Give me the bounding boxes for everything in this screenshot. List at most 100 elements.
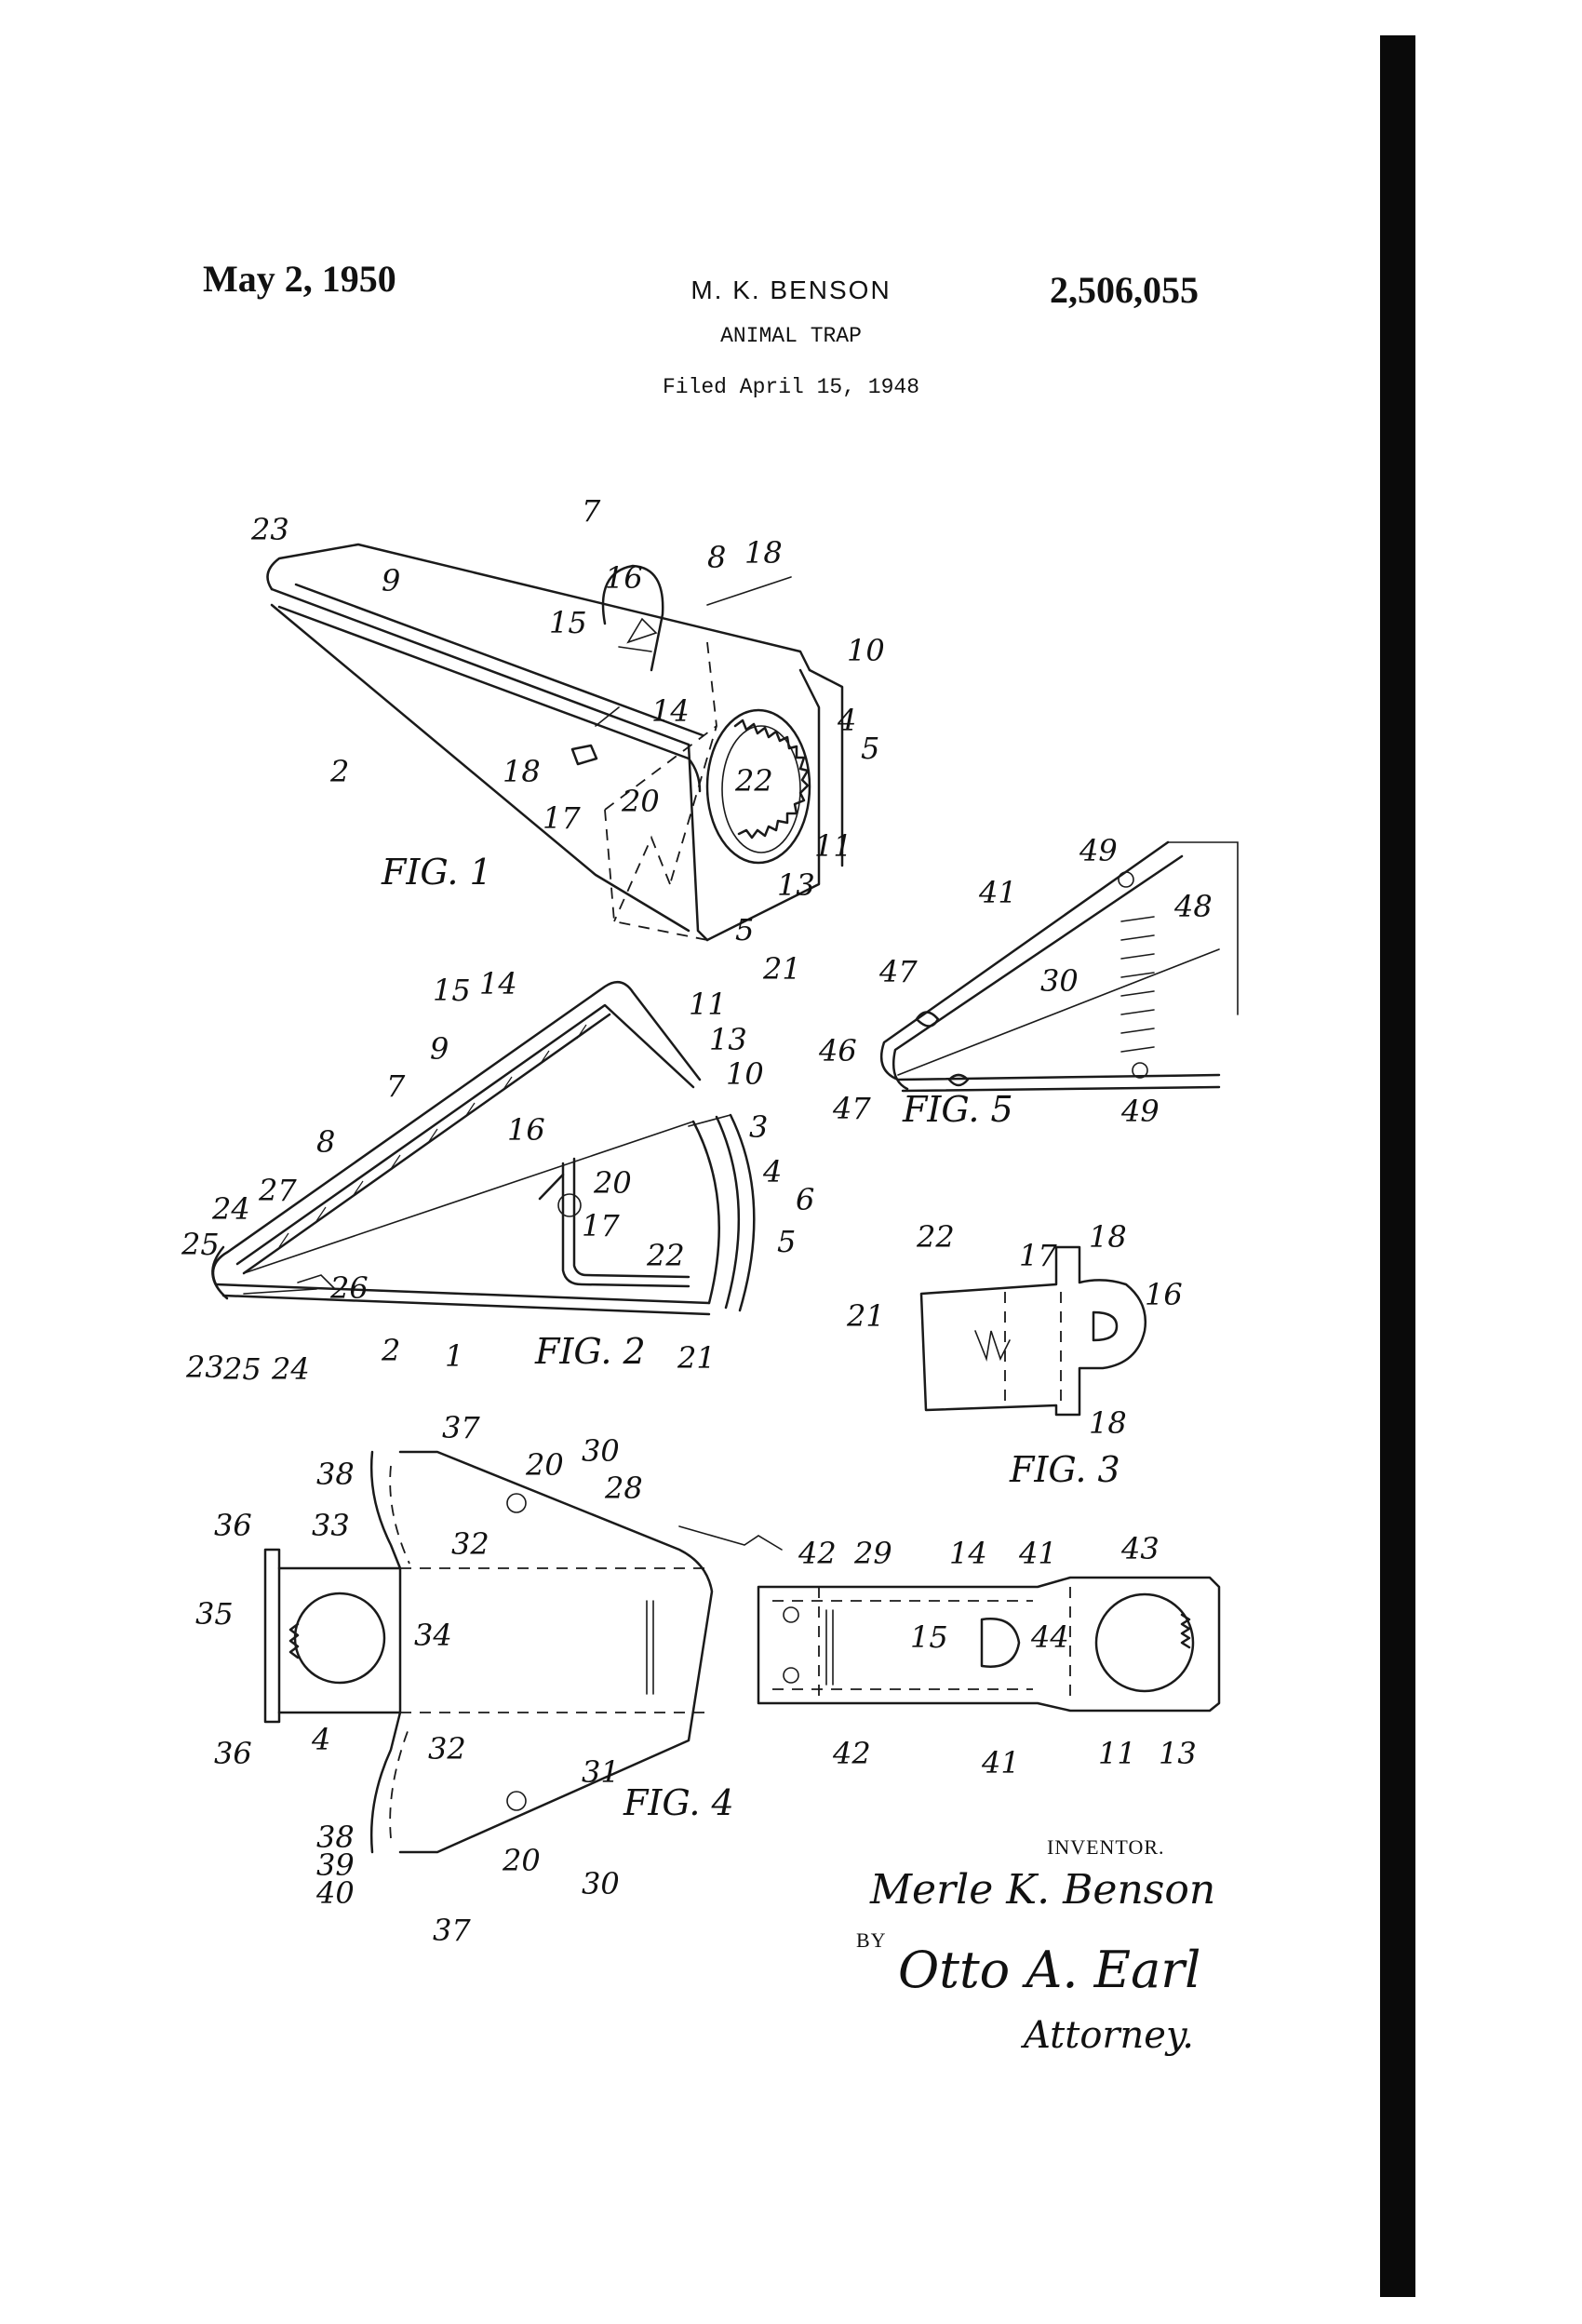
label-10: 10 (847, 633, 885, 668)
label-44: 44 (1030, 1619, 1069, 1655)
label-8: 8 (316, 1124, 335, 1160)
label-30: 30 (582, 1433, 620, 1469)
caption-fig-3: FIG. 3 (1009, 1449, 1120, 1490)
label-46: 46 (818, 1033, 857, 1068)
label-5: 5 (777, 1224, 796, 1259)
label-1: 1 (445, 1338, 463, 1374)
inventor-heading: M. K. BENSON (690, 275, 892, 304)
label-39: 39 (316, 1847, 355, 1883)
label-15: 15 (549, 605, 587, 640)
label-11: 11 (814, 828, 852, 864)
label-15: 15 (433, 973, 471, 1008)
label-17: 17 (1019, 1238, 1057, 1273)
label-38: 38 (316, 1457, 355, 1492)
label-4: 4 (837, 703, 856, 738)
label-25: 25 (222, 1351, 261, 1387)
label-14: 14 (949, 1536, 987, 1571)
label-17: 17 (582, 1208, 620, 1243)
label-36: 36 (214, 1736, 252, 1771)
label-47: 47 (878, 954, 918, 989)
inventor-caption: INVENTOR. (1047, 1835, 1165, 1859)
label-20: 20 (593, 1165, 632, 1201)
label-13: 13 (709, 1022, 747, 1057)
reference-labels: 23 7 9 16 8 18 15 10 2 14 4 5 18 20 22 1… (181, 493, 1213, 1948)
label-42: 42 (798, 1536, 837, 1571)
label-21: 21 (677, 1340, 716, 1376)
patent-title: ANIMAL TRAP (720, 324, 862, 348)
label-18: 18 (744, 535, 783, 571)
label-5: 5 (861, 731, 879, 766)
label-28: 28 (604, 1471, 643, 1506)
label-42: 42 (832, 1736, 871, 1771)
label-8: 8 (707, 540, 726, 575)
label-33: 33 (312, 1508, 350, 1543)
label-41: 41 (981, 1745, 1020, 1780)
label-37: 37 (442, 1410, 480, 1445)
label-4: 4 (311, 1722, 330, 1757)
label-24: 24 (271, 1351, 310, 1387)
label-3: 3 (749, 1109, 768, 1145)
figure-3-trigger (919, 1245, 1147, 1417)
label-20: 20 (525, 1447, 564, 1483)
label-22: 22 (734, 763, 773, 799)
label-16: 16 (507, 1112, 545, 1148)
label-32: 32 (428, 1731, 466, 1767)
label-32: 32 (451, 1526, 489, 1562)
figure-captions: FIG. 1 FIG. 2 FIG. 3 FIG. 4 FIG. 5 (381, 852, 1120, 1823)
patent-number: 2,506,055 (1050, 269, 1199, 311)
label-35: 35 (195, 1596, 234, 1632)
caption-fig-4: FIG. 4 (623, 1782, 734, 1823)
label-30: 30 (582, 1866, 620, 1901)
label-36: 36 (214, 1508, 252, 1543)
label-17: 17 (543, 800, 581, 836)
label-20: 20 (621, 784, 660, 819)
label-22: 22 (916, 1219, 955, 1255)
label-31: 31 (582, 1754, 620, 1790)
label-9: 9 (382, 563, 400, 598)
label-18: 18 (1089, 1219, 1127, 1255)
label-22: 22 (646, 1238, 685, 1273)
by-label: BY (856, 1928, 887, 1952)
label-2: 2 (381, 1333, 400, 1368)
label-21: 21 (846, 1298, 885, 1334)
label-14: 14 (479, 966, 517, 1001)
label-29: 29 (853, 1536, 892, 1571)
label-25: 25 (181, 1227, 220, 1262)
figure-5-latch (879, 840, 1239, 1093)
label-7: 7 (386, 1068, 406, 1104)
label-5: 5 (735, 912, 754, 947)
figure-4-blank-left (263, 1450, 783, 1854)
signature-block: INVENTOR. Merle K. Benson BY Otto A. Ear… (856, 1835, 1215, 2057)
caption-fig-1: FIG. 1 (381, 852, 492, 893)
label-48: 48 (1173, 889, 1213, 924)
label-2: 2 (329, 754, 349, 789)
inventor-name: Merle K. Benson (869, 1866, 1215, 1914)
caption-fig-5: FIG. 5 (902, 1089, 1013, 1130)
label-15: 15 (910, 1619, 948, 1655)
attorney-title: Attorney. (1020, 2014, 1194, 2057)
filed-date: Filed April 15, 1948 (662, 375, 920, 399)
figure-1-perspective (266, 543, 844, 942)
label-43: 43 (1120, 1531, 1160, 1566)
label-24: 24 (211, 1191, 250, 1227)
figure-2-section (211, 980, 756, 1316)
label-34: 34 (414, 1618, 452, 1653)
label-20: 20 (502, 1843, 541, 1878)
label-9: 9 (430, 1031, 449, 1067)
figure-4-blank-right (757, 1576, 1221, 1713)
label-49: 49 (1120, 1094, 1160, 1129)
label-30: 30 (1040, 963, 1079, 999)
label-14: 14 (651, 693, 690, 729)
label-11: 11 (1098, 1736, 1136, 1771)
label-13: 13 (777, 867, 815, 903)
label-21: 21 (762, 951, 801, 987)
label-40: 40 (315, 1875, 355, 1911)
label-41: 41 (1018, 1536, 1057, 1571)
label-38: 38 (316, 1820, 355, 1855)
attorney-signature: Otto A. Earl (898, 1941, 1200, 1999)
label-18: 18 (1089, 1405, 1127, 1441)
label-23: 23 (250, 512, 289, 547)
label-41: 41 (978, 875, 1017, 910)
label-7: 7 (582, 493, 601, 529)
